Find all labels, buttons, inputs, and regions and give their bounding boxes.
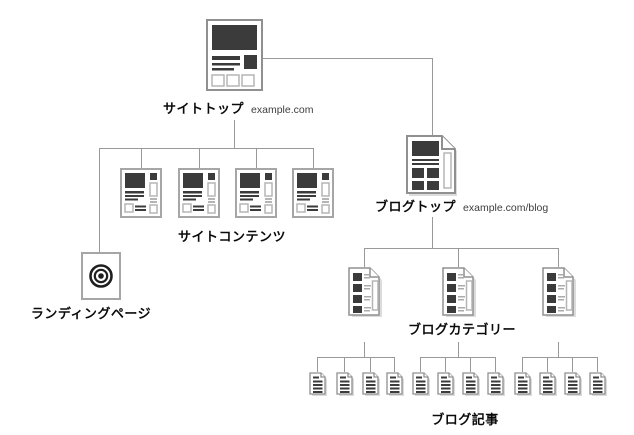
connector-line	[432, 58, 433, 135]
site-top-page-icon	[206, 19, 263, 91]
site-top-label: サイトトップ	[163, 101, 245, 116]
connector-line	[458, 342, 459, 357]
content-page-icon	[235, 168, 277, 218]
connector-line	[234, 120, 235, 148]
site-top-url: example.com	[251, 104, 314, 116]
blog-category-icon	[348, 267, 382, 317]
blog-article-icon	[362, 372, 380, 396]
blog-top-label: ブログトップ	[375, 199, 457, 214]
site-contents-label: サイトコンテンツ	[177, 229, 287, 244]
connector-line	[432, 217, 433, 248]
blog-articles-label-row: ブログ記事	[431, 412, 499, 427]
connector-line	[199, 148, 200, 168]
connector-line	[99, 148, 314, 149]
connector-line	[141, 148, 142, 168]
landing-page-label-row: ランディングページ	[31, 306, 151, 321]
connector-line	[445, 357, 446, 372]
blog-article-icon	[437, 372, 455, 396]
blog-article-icon	[564, 372, 582, 396]
blog-articles-label: ブログ記事	[431, 412, 499, 427]
blog-category-icon	[442, 267, 476, 317]
connector-line	[420, 357, 421, 372]
bullseye-icon	[89, 264, 113, 288]
connector-line	[470, 357, 471, 372]
connector-line	[364, 248, 365, 267]
blog-article-icon	[539, 372, 557, 396]
connector-line	[344, 357, 345, 372]
connector-line	[597, 357, 598, 372]
connector-line	[313, 148, 314, 168]
connector-line	[495, 357, 496, 372]
connector-line	[99, 148, 100, 252]
blog-article-icon	[336, 372, 354, 396]
site-top-label-row: サイトトップ example.com	[163, 101, 313, 116]
blog-article-icon	[309, 372, 327, 396]
connector-line	[522, 357, 598, 358]
blog-categories-label-row: ブログカテゴリー	[408, 322, 516, 337]
connector-line	[256, 148, 257, 168]
blog-article-icon	[514, 372, 532, 396]
blog-article-icon	[462, 372, 480, 396]
landing-page-icon	[81, 252, 121, 300]
blog-category-icon	[542, 267, 576, 317]
connector-line	[394, 357, 395, 372]
connector-line	[558, 342, 559, 357]
connector-line	[547, 357, 548, 372]
connector-line	[420, 357, 496, 358]
connector-line	[364, 342, 365, 357]
connector-line	[364, 248, 559, 249]
connector-line	[263, 58, 433, 59]
connector-line	[558, 248, 559, 267]
blog-article-icon	[589, 372, 607, 396]
connector-line	[572, 357, 573, 372]
blog-article-icon	[412, 372, 430, 396]
connector-line	[370, 357, 371, 372]
content-page-icon	[120, 168, 162, 218]
blog-article-icon	[487, 372, 505, 396]
blog-top-page-icon	[406, 135, 457, 196]
connector-line	[522, 357, 523, 372]
content-page-icon	[178, 168, 220, 218]
blog-top-label-row: ブログトップ example.com/blog	[375, 199, 548, 214]
landing-page-label: ランディングページ	[30, 306, 152, 321]
connector-line	[317, 357, 318, 372]
content-page-icon	[292, 168, 334, 218]
site-contents-label-row: サイトコンテンツ	[178, 229, 286, 244]
blog-article-icon	[386, 372, 404, 396]
connector-line	[317, 357, 395, 358]
blog-top-url: example.com/blog	[463, 202, 549, 214]
connector-line	[458, 248, 459, 267]
blog-categories-label: ブログカテゴリー	[407, 322, 517, 337]
